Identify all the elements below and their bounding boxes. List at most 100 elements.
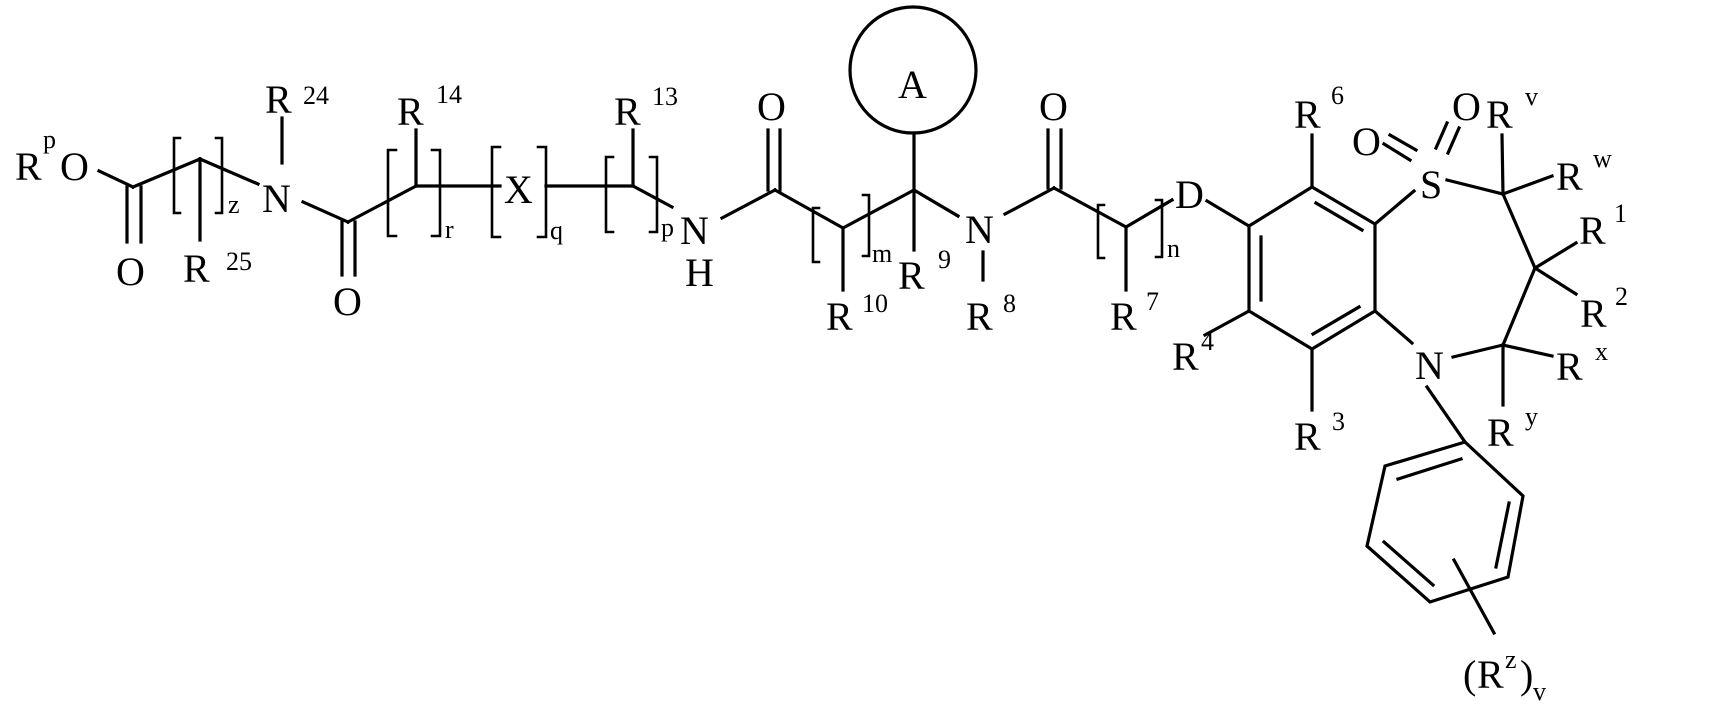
atom-ester-co: O: [116, 249, 145, 294]
bracket-right: [214, 136, 224, 215]
bond: [1387, 132, 1419, 153]
bond: [1424, 384, 1468, 445]
bond: [1445, 178, 1505, 196]
atom-rz: R: [1477, 652, 1504, 697]
bond-inner: [1381, 539, 1436, 588]
atom-r25-sup: 25: [226, 247, 252, 276]
bond: [1051, 185, 1129, 230]
bond: [1451, 557, 1497, 636]
atom-r10: R: [826, 294, 853, 339]
atom-n8: N: [965, 207, 994, 252]
subscript-q: q: [550, 216, 563, 245]
bond: [1372, 308, 1415, 346]
bond: [96, 168, 136, 190]
atom-r1: R: [1579, 208, 1606, 253]
atom-r7-sup: 7: [1146, 287, 1159, 316]
atom-rx: R: [1556, 344, 1583, 389]
bond-inner: [1310, 304, 1362, 337]
bond: [719, 187, 778, 221]
subscript-m: m: [872, 239, 892, 268]
bond: [1501, 343, 1554, 358]
atom-r14-sup: 14: [436, 80, 462, 109]
bond: [1002, 185, 1057, 217]
bracket-left: [811, 206, 821, 264]
ester-fragment: R p O O z R 25 N R 24: [15, 77, 329, 294]
ring-a-label: A: [898, 62, 927, 107]
bond: [1500, 265, 1538, 348]
bracket-right: [861, 193, 871, 258]
atom-r4: R: [1172, 334, 1199, 379]
bond: [1532, 240, 1579, 271]
atom-r13: R: [614, 89, 641, 134]
atom-r9: R: [898, 253, 925, 298]
atom-rz-close: ): [1520, 652, 1533, 697]
bracket-left: [386, 148, 398, 238]
atom-r14: R: [397, 89, 424, 134]
bond: [1204, 198, 1252, 229]
aryl-ring: [1365, 440, 1525, 604]
subscript-z: z: [228, 190, 240, 219]
atom-ry-sup: y: [1525, 402, 1538, 431]
bracket-left: [604, 155, 615, 234]
atom-r13-sup: 13: [652, 82, 678, 111]
bond-inner: [1313, 200, 1365, 233]
atom-r9-sup: 9: [938, 245, 951, 274]
bond: [1381, 141, 1413, 163]
bond: [1500, 133, 1505, 196]
bracket-right: [536, 145, 548, 239]
atom-r8: R: [966, 294, 993, 339]
atom-r10-sup: 10: [862, 289, 888, 318]
atom-so-o1: O: [1352, 119, 1381, 164]
atom-rw: R: [1556, 154, 1583, 199]
bond: [1500, 173, 1555, 197]
atom-ry: R: [1487, 410, 1514, 455]
atom-amide1-o: O: [333, 279, 362, 324]
atom-rp-sup: p: [43, 125, 56, 154]
atom-rz-sup: z: [1505, 645, 1517, 674]
subscript-p: p: [661, 213, 674, 242]
bracket-left: [490, 145, 502, 239]
bracket-right: [648, 155, 659, 234]
atom-r7: R: [1110, 294, 1137, 339]
bond: [772, 187, 846, 231]
bond: [630, 183, 675, 210]
core-amide-fragment: O m R 10 A R 9 N R 8: [719, 5, 1016, 339]
bond: [1451, 343, 1505, 359]
bond: [911, 187, 961, 219]
bond: [197, 156, 261, 187]
linker-fragment: O r R 14 X q p R 13 N H: [300, 80, 714, 324]
bond: [130, 156, 203, 190]
bond-inner: [1395, 456, 1464, 482]
n-aryl-ring: ( R z ) v: [1365, 384, 1546, 706]
bond: [1500, 191, 1538, 271]
atom-rx-sup: x: [1595, 337, 1608, 366]
bond: [1372, 188, 1417, 227]
benzothiazepine-core: R 6 R 4 R 3 S O O R v R w R 1 R 2: [1172, 81, 1628, 459]
atom-r6: R: [1294, 92, 1321, 137]
subscript-v: v: [1533, 677, 1546, 706]
atom-r2-sup: 2: [1615, 282, 1628, 311]
atom-r2: R: [1580, 291, 1607, 336]
atom-so-o2: O: [1452, 84, 1481, 129]
benzene-ring: [1247, 185, 1377, 351]
atom-rv: R: [1486, 92, 1513, 137]
bond: [345, 183, 419, 225]
atom-n24: N: [262, 176, 291, 221]
subscript-r: r: [445, 215, 454, 244]
bond: [1202, 308, 1252, 338]
atom-s: S: [1420, 162, 1442, 207]
atom-amide3-o: O: [1039, 84, 1068, 129]
bond: [1123, 197, 1175, 230]
atom-rw-sup: w: [1593, 144, 1612, 173]
bond: [1532, 265, 1579, 297]
bracket-right: [1154, 198, 1164, 259]
atom-r6-sup: 6: [1331, 81, 1344, 110]
bond: [1445, 125, 1462, 156]
atom-r3: R: [1294, 414, 1321, 459]
atom-r3-sup: 3: [1332, 407, 1345, 436]
subscript-n: n: [1167, 234, 1180, 263]
atom-nh-n: N: [680, 208, 709, 253]
bond-inner: [1494, 501, 1511, 569]
atom-r1-sup: 1: [1614, 199, 1627, 228]
atom-rp: R: [15, 144, 42, 189]
